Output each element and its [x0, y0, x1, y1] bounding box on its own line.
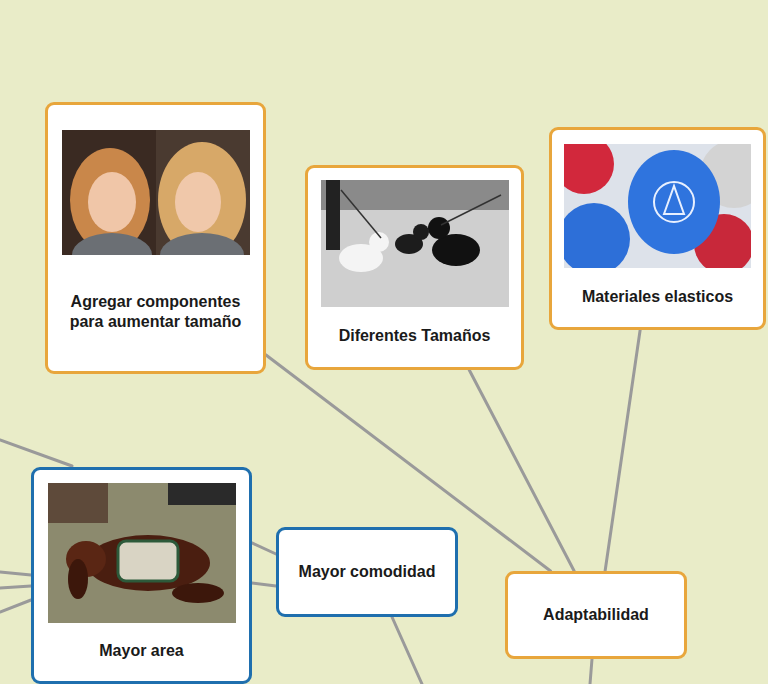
offpage-line	[0, 600, 31, 612]
node-label: Mayor area	[91, 641, 192, 661]
node-label: Diferentes Tamaños	[331, 326, 499, 346]
node-label: Mayor comodidad	[291, 562, 444, 582]
node-label: Agregar componentes para aumentar tamaño	[48, 292, 263, 332]
photo-illustration	[564, 144, 751, 268]
process-box: Adaptabilidad	[505, 571, 687, 659]
photo-illustration	[321, 180, 509, 307]
text-area: Mayor area	[91, 623, 192, 681]
offpage-line	[392, 617, 422, 684]
offpage-line	[0, 572, 31, 575]
text-area: Diferentes Tamaños	[331, 307, 499, 367]
offpage-line	[0, 586, 31, 588]
process-box: Materiales elasticos	[549, 127, 766, 330]
offpage-line	[590, 659, 592, 684]
node-label: Materiales elasticos	[574, 287, 741, 307]
connector-stroke	[252, 543, 276, 554]
process-box: Agregar componentes para aumentar tamaño	[45, 102, 266, 374]
offpage-line	[252, 583, 276, 586]
process-box: Diferentes Tamaños	[305, 165, 524, 370]
connector-stroke	[605, 330, 640, 571]
text-area: Agregar componentes para aumentar tamaño	[48, 255, 263, 371]
text-area: Materiales elasticos	[574, 268, 741, 327]
offpage-line	[0, 440, 72, 466]
connector-line	[252, 543, 276, 554]
process-box: Mayor area	[31, 467, 252, 684]
photo-illustration	[48, 483, 236, 623]
connector-line	[469, 370, 574, 571]
photo-illustration	[62, 130, 250, 255]
process-box: Mayor comodidad	[276, 527, 458, 617]
connector-stroke	[469, 370, 574, 571]
node-label: Adaptabilidad	[535, 605, 657, 625]
text-area: Adaptabilidad	[535, 574, 657, 656]
connector-line	[605, 330, 640, 571]
text-area: Mayor comodidad	[291, 530, 444, 614]
